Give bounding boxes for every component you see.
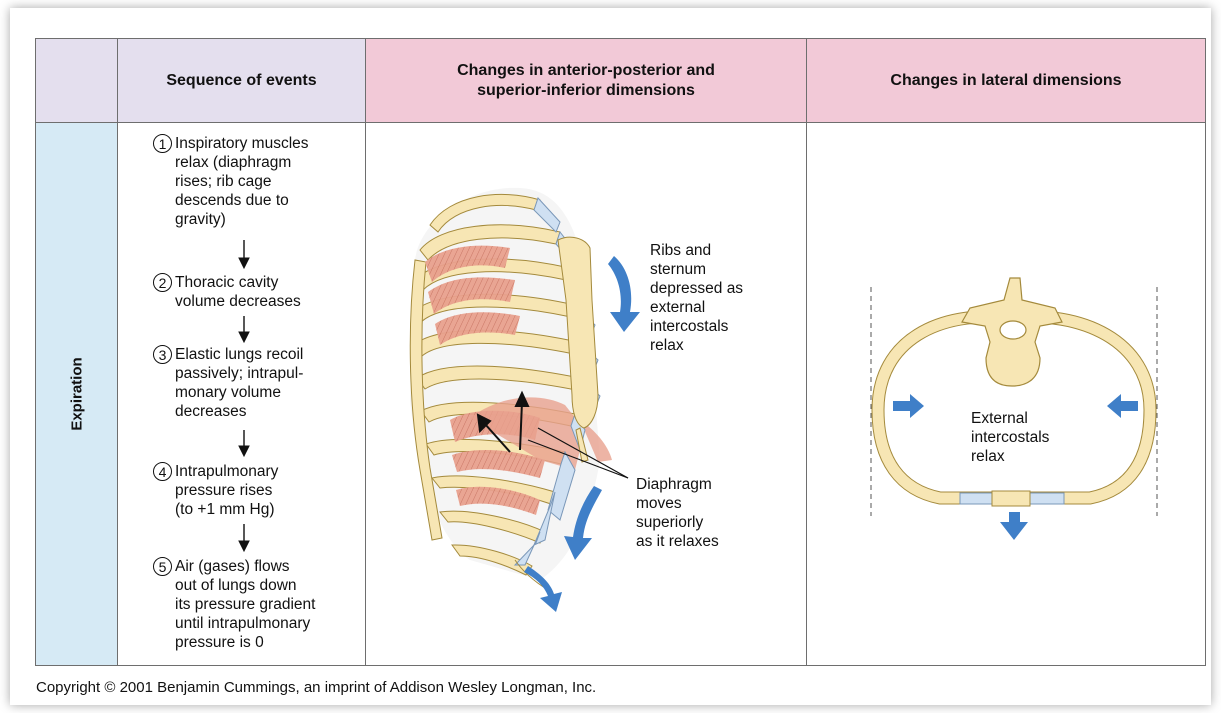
down-arrow-icon [239,316,249,342]
vertebra [962,278,1062,386]
lateral-label-line: intercostals [971,428,1049,447]
diaphragm-label-line: superiorly [636,513,719,532]
curved-arrow-icon [608,256,640,332]
down-arrow-icon [239,524,249,551]
ribs-label-line: depressed as [650,279,743,298]
lateral-label-line: External [971,409,1049,428]
rib-cage-side-view [410,188,640,612]
diaphragm-label-line: Diaphragm [636,475,719,494]
ribs-label-line: sternum [650,260,743,279]
down-arrow-icon [1000,512,1028,540]
lateral-label-line: relax [971,447,1049,466]
ribs-label-line: Ribs and [650,241,743,260]
sternum-cross-section [992,491,1030,506]
ribs-label-line: intercostals [650,317,743,336]
down-arrow-icon [239,430,249,456]
diaphragm-label-line: moves [636,494,719,513]
left-arrow-icon [1107,394,1138,418]
right-arrow-icon [893,394,924,418]
ribs-label-line: external [650,298,743,317]
diaphragm-label-line: as it relaxes [636,532,719,551]
down-arrow-icon [239,240,249,268]
ribs-label-line: relax [650,336,743,355]
sequence-arrows [239,240,249,551]
copyright-text: Copyright © 2001 Benjamin Cummings, an i… [36,679,596,696]
